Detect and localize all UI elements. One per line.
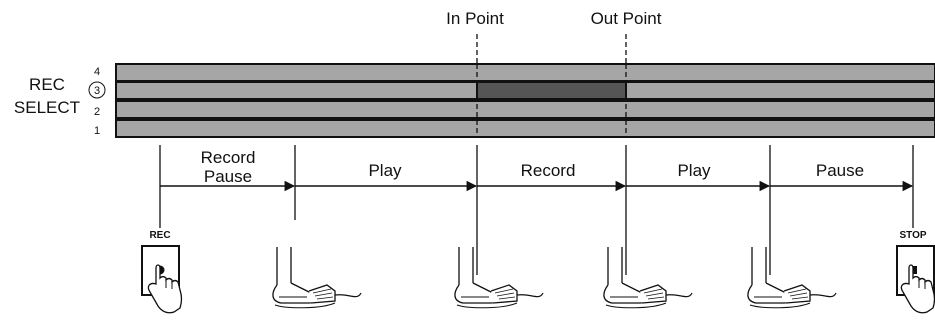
foot-pedal-icon (454, 246, 544, 309)
rec-select-label-line1: REC (29, 75, 65, 94)
rec-button[interactable]: REC (141, 230, 183, 314)
track-number-1: 1 (94, 125, 100, 137)
segment-label-record-pause-line2: Pause (204, 167, 252, 186)
segment-label-pause: Pause (816, 161, 864, 180)
track-number-2: 2 (94, 106, 100, 118)
track-4-bar (115, 63, 935, 82)
track-number-3: 3 (94, 85, 100, 97)
foot-pedal-icon (603, 246, 693, 309)
out-point-label: Out Point (591, 9, 662, 28)
track-bars (115, 63, 935, 138)
rec-button-label: REC (149, 230, 170, 241)
foot-pedal-icon (747, 246, 837, 309)
segment-label-play-2: Play (677, 161, 711, 180)
segment-label-record-pause-line1: Record (201, 148, 256, 167)
foot-pedal-icon (272, 246, 362, 309)
recorded-region (476, 81, 627, 100)
in-point-label: In Point (446, 9, 504, 28)
stop-button-label: STOP (899, 230, 926, 241)
rec-select-label-line2: SELECT (14, 98, 80, 117)
stop-button[interactable]: STOP (896, 230, 935, 314)
segment-label-record: Record (521, 161, 576, 180)
segment-label-play-1: Play (368, 161, 402, 180)
track-2-bar (115, 100, 935, 119)
selected-track-circle (88, 81, 106, 99)
track-number-4: 4 (94, 66, 100, 78)
track-1-bar (115, 119, 935, 138)
